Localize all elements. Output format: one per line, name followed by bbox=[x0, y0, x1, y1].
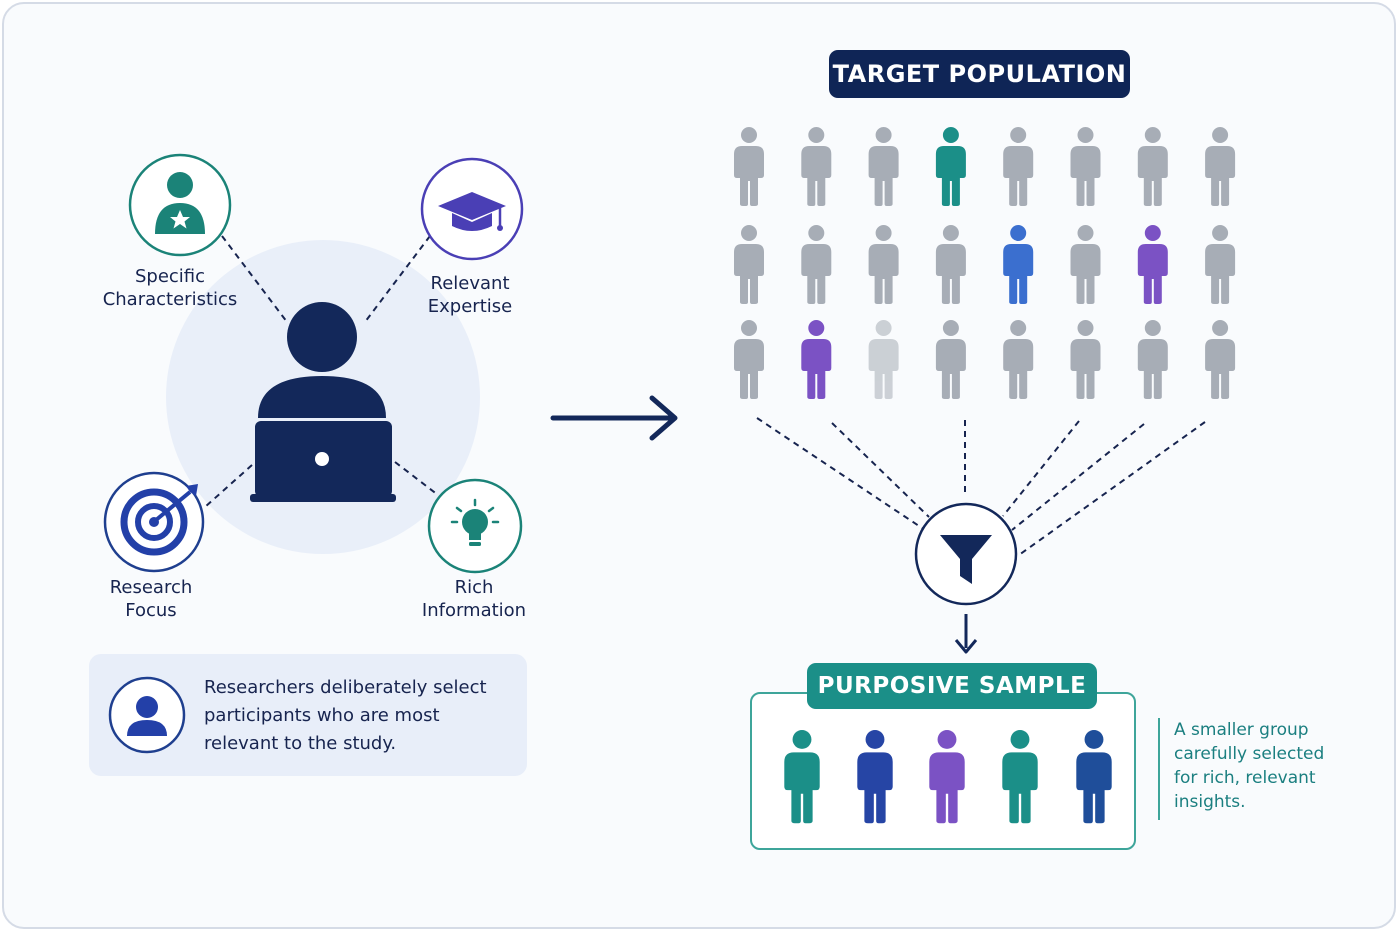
feature-label-expertise: Relevant Expertise bbox=[427, 273, 513, 317]
population-person bbox=[734, 320, 764, 399]
sample-people bbox=[784, 730, 1112, 824]
sample-person bbox=[929, 730, 965, 824]
lightbulb-icon bbox=[427, 478, 523, 574]
user-icon bbox=[108, 676, 186, 754]
population-person bbox=[1070, 127, 1101, 206]
population-person bbox=[1137, 225, 1168, 304]
sample-person bbox=[784, 730, 820, 824]
sample-note: A smaller group carefully selected for r… bbox=[1158, 718, 1378, 820]
population-person bbox=[801, 127, 832, 206]
connector-information bbox=[394, 461, 439, 496]
population-person bbox=[801, 320, 832, 399]
feature-connectors bbox=[204, 235, 439, 508]
population-person bbox=[1205, 225, 1236, 304]
population-person bbox=[868, 225, 899, 304]
population-person bbox=[935, 320, 966, 399]
sample-person bbox=[857, 730, 893, 824]
purposive-sample-title: PURPOSIVE SAMPLE bbox=[807, 663, 1097, 709]
population-person bbox=[1003, 127, 1034, 206]
population-person bbox=[1137, 127, 1168, 206]
population-person bbox=[935, 225, 966, 304]
population-person bbox=[935, 127, 966, 206]
population-person bbox=[801, 225, 832, 304]
population-person bbox=[868, 127, 899, 206]
population-grid bbox=[734, 127, 1236, 399]
population-person bbox=[868, 320, 899, 399]
population-person bbox=[1205, 320, 1236, 399]
feature-label-characteristics: Specific Characteristics bbox=[102, 266, 238, 310]
funnel-icon bbox=[914, 502, 1018, 606]
sample-person bbox=[1076, 730, 1112, 824]
arrow-down-icon bbox=[954, 614, 978, 654]
connector-characteristics bbox=[221, 235, 288, 323]
arrow-right-icon bbox=[550, 395, 678, 441]
population-person bbox=[1070, 225, 1101, 304]
population-person bbox=[1137, 320, 1168, 399]
population-person bbox=[1003, 320, 1034, 399]
population-person bbox=[1205, 127, 1236, 206]
target-population-title: TARGET POPULATION bbox=[829, 50, 1130, 98]
sample-person bbox=[1002, 730, 1038, 824]
feature-label-information: Rich Information bbox=[421, 577, 527, 621]
purposive-sample-box bbox=[750, 692, 1136, 850]
population-person bbox=[1070, 320, 1101, 399]
feature-label-focus: Research Focus bbox=[109, 577, 193, 621]
info-text: Researchers deliberately select particip… bbox=[204, 677, 487, 754]
population-person bbox=[734, 225, 764, 304]
filter-connectors bbox=[756, 417, 1206, 556]
population-person bbox=[1003, 225, 1034, 304]
target-arrow-icon bbox=[103, 471, 205, 573]
researcher-laptop-icon bbox=[250, 302, 396, 502]
connector-expertise bbox=[364, 235, 431, 323]
user-star-icon bbox=[128, 153, 232, 257]
info-box: Researchers deliberately select particip… bbox=[89, 654, 527, 776]
graduation-cap-icon bbox=[420, 157, 524, 261]
population-person bbox=[734, 127, 764, 206]
